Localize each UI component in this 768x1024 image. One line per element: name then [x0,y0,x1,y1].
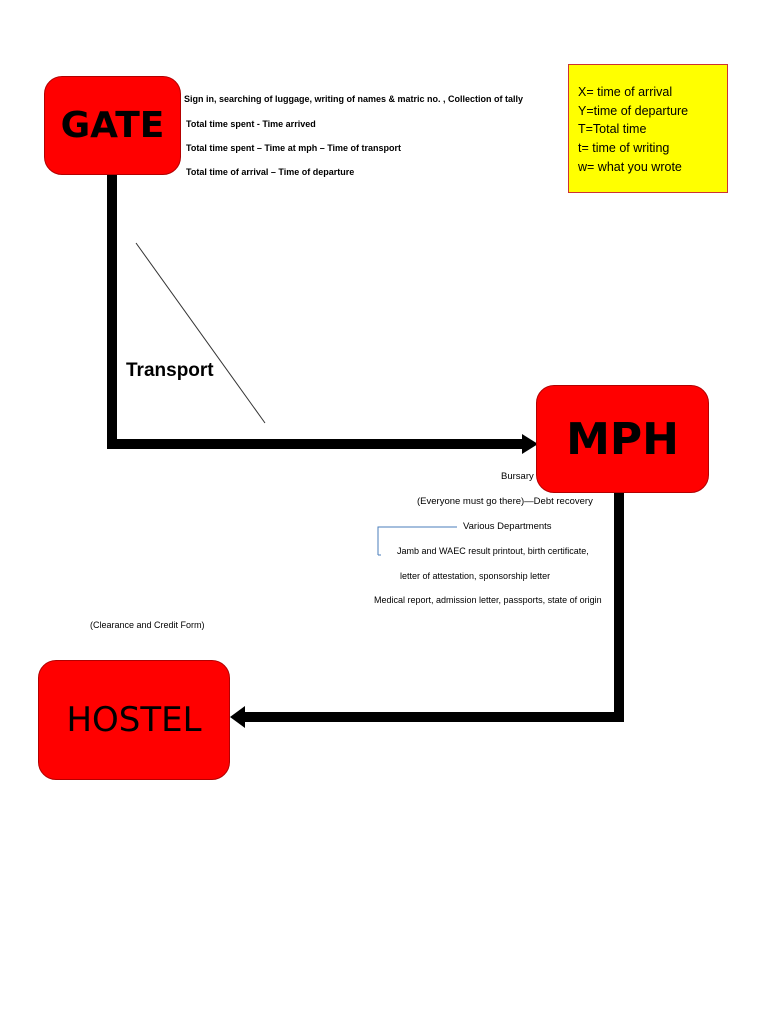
mph-arrowhead [522,434,538,454]
clearance-note: (Clearance and Credit Form) [90,620,205,630]
gate-note-signin: Sign in, searching of luggage, writing o… [184,94,524,104]
debt-recovery-note: (Everyone must go there)—Debt recovery [417,496,593,507]
departments-bracket [377,526,457,555]
mph-node: MPH [536,385,709,493]
documents-note-2: letter of attestation, sponsorship lette… [400,571,551,581]
gate-to-mph-connector [107,175,525,449]
mph-to-hostel-connector [243,493,624,722]
gate-note-time-at-mph: Total time spent – Time at mph – Time of… [186,143,402,153]
legend-item: Y=time of departure [578,103,689,118]
documents-note-3: Medical report, admission letter, passpo… [374,595,602,605]
legend-item: T=Total time [578,122,647,137]
documents-note-1: Jamb and WAEC result printout, birth cer… [397,546,589,556]
bursary-note: Bursary [501,471,534,482]
gate-note-total-time: Total time spent - Time arrived [186,119,316,129]
legend-item: t= time of writing [578,141,670,156]
various-departments-note: Various Departments [463,521,552,532]
hostel-node: HOSTEL [38,660,230,780]
legend-item: X= time of arrival [578,85,673,99]
legend-item: w= what you wrote [578,159,682,174]
gate-node: GATE [44,76,181,175]
hostel-arrowhead [230,706,245,728]
legend-box: X= time of arrival Y=time of departure T… [568,64,728,193]
transport-label: Transport [126,360,214,381]
gate-note-arrival-departure: Total time of arrival – Time of departur… [186,167,355,177]
diagonal-line [135,242,266,424]
